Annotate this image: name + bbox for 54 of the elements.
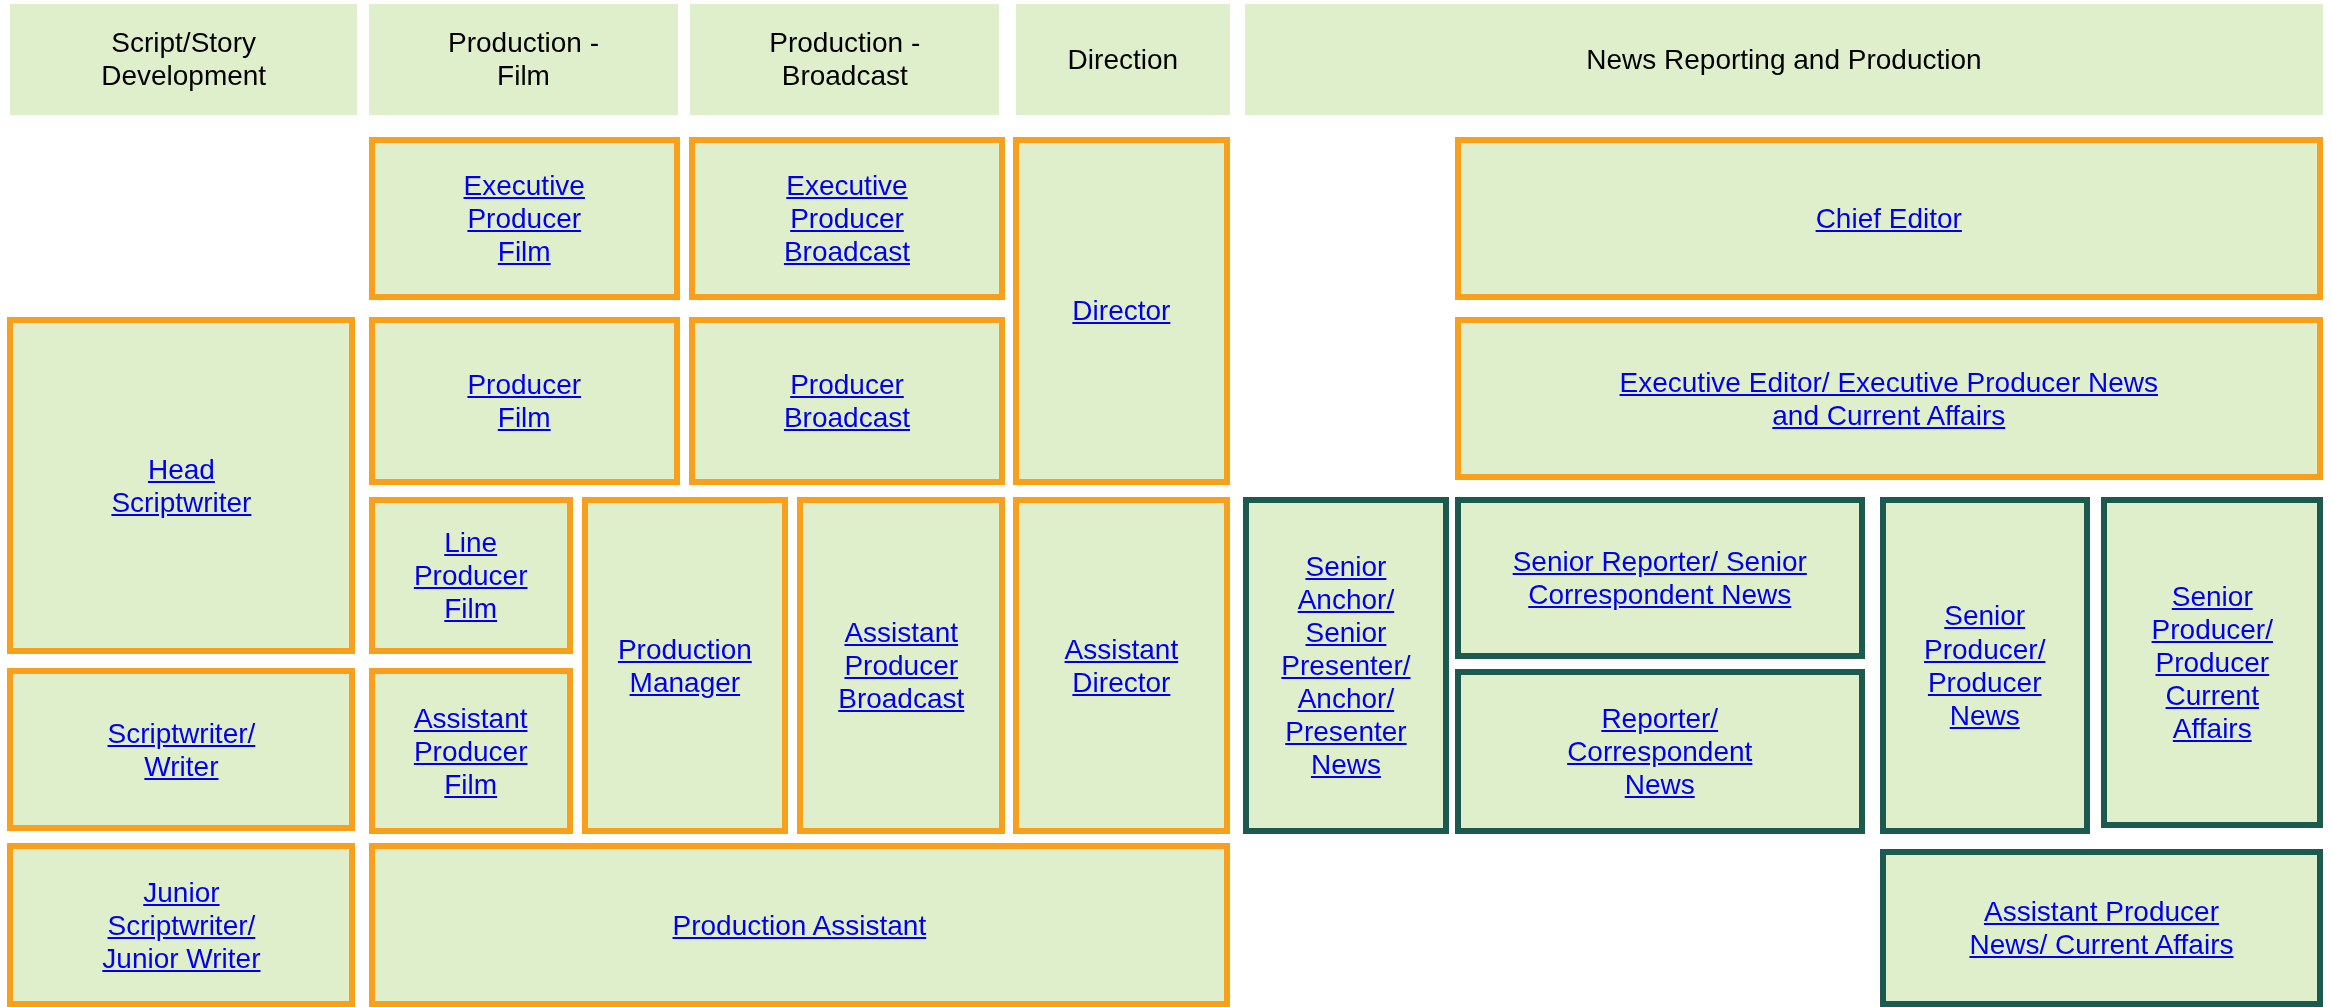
role-box <box>1879 496 2090 835</box>
header-text: Production - Film <box>447 26 600 93</box>
header-text: Production - Broadcast <box>768 26 922 93</box>
role-box <box>1454 496 1865 659</box>
job-title-link: Senior Producer/ Producer Current Affairs <box>2150 579 2274 746</box>
job-title-link: Assistant Producer Broadcast <box>837 616 966 716</box>
job-title-link: Reporter/ Correspondent News <box>1566 702 1754 802</box>
job-title-link: Scriptwriter/ Writer <box>106 716 257 783</box>
job-title-link: Assistant Director <box>1063 632 1180 699</box>
role-box <box>368 316 680 485</box>
role-box <box>7 667 356 832</box>
job-title-link: Executive Producer Film <box>462 169 586 269</box>
role-box <box>2101 496 2324 829</box>
job-title-link: Assistant Producer News/ Current Affairs <box>1968 895 2235 962</box>
header-text: Script/Story Development <box>100 26 268 93</box>
job-title-link: Executive Producer Broadcast <box>782 169 911 269</box>
job-title-link: Head Scriptwriter <box>110 452 253 519</box>
job-title-link: Production Assistant <box>672 908 927 942</box>
job-title-link: Executive Editor/ Executive Producer News and Current Affairs <box>1618 365 2159 432</box>
category-header <box>690 4 1000 115</box>
category-header <box>1015 4 1230 115</box>
job-title-link: Chief Editor <box>1815 202 1962 236</box>
role-box <box>368 667 573 835</box>
job-title-link: Senior Producer/ Producer News <box>1923 599 2047 732</box>
job-title-link: Producer Broadcast <box>782 367 911 434</box>
job-title-link: Junior Scriptwriter/ Junior Writer <box>101 875 262 975</box>
category-header <box>368 4 679 115</box>
role-box <box>1012 496 1230 835</box>
role-box <box>1012 136 1230 485</box>
role-box <box>1454 316 2324 481</box>
role-box <box>368 136 680 301</box>
job-title-link: Producer Film <box>466 367 583 434</box>
category-header <box>1244 4 2324 115</box>
role-box <box>1454 669 1865 835</box>
role-box <box>1454 136 2324 301</box>
job-title-link: Line Producer Film <box>412 526 529 626</box>
role-box <box>1243 496 1449 835</box>
job-title-link: Director <box>1072 294 1171 328</box>
header-text: Direction <box>1067 42 1179 76</box>
role-box <box>7 316 356 655</box>
header-text: News Reporting and Production <box>1586 42 1982 76</box>
job-title-link: Senior Reporter/ Senior Correspondent News <box>1511 544 1808 611</box>
job-title-link: Assistant Producer Film <box>412 701 529 801</box>
role-box <box>688 316 1006 485</box>
role-box <box>368 496 573 655</box>
role-box <box>797 496 1006 835</box>
role-box <box>581 496 789 835</box>
role-box <box>688 136 1006 301</box>
job-title-link: Production Manager <box>616 632 753 699</box>
category-header <box>10 4 357 115</box>
role-box <box>368 843 1230 1007</box>
role-box <box>7 843 356 1007</box>
role-box <box>1879 849 2324 1007</box>
job-title-link: Senior Anchor/ Senior Presenter/ Anchor/ Presenter News <box>1280 549 1412 782</box>
